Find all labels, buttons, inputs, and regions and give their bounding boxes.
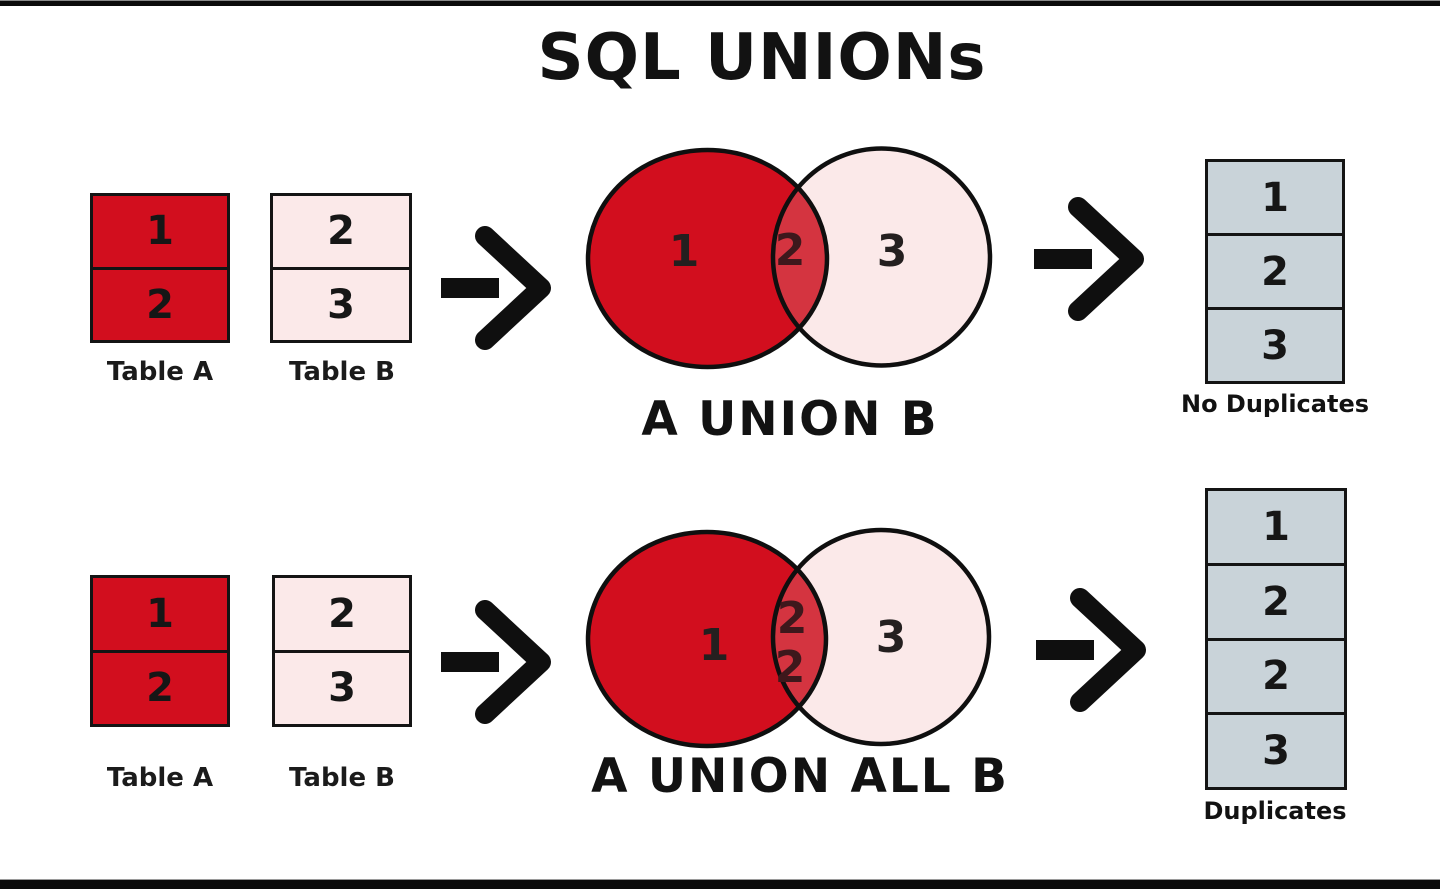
venn-right-value: 3 [875,612,907,663]
union-table-b: 2 3 [270,193,412,343]
result-cell: 1 [1262,503,1290,550]
table-cell: 2 [327,208,355,255]
union-table-b-label: Table B [289,357,395,387]
venn-overlap-value: 2 [774,642,806,693]
table-cell: 3 [273,266,409,341]
top-letterbox-bar [0,0,1440,6]
venn-left-circle [588,150,827,367]
venn-right-circle [773,530,989,744]
union-all-result-table: 1 2 2 3 [1205,488,1347,790]
arrow-right-icon [1034,197,1144,321]
table-cell: 2 [93,266,227,341]
arrow-right-icon [441,226,551,350]
result-cell: 2 [1208,562,1344,638]
result-cell: 3 [1208,307,1342,381]
result-cell: 3 [1208,712,1344,787]
result-cell: 2 [1208,233,1342,307]
union-all-result-label: Duplicates [1203,797,1347,825]
venn-left-value: 1 [668,226,700,277]
union-all-table-a: 1 2 [90,575,230,727]
arrow-right-icon [1036,588,1146,712]
venn-overlap-value: 2 [776,593,808,644]
arrow-right-icon [441,600,551,724]
union-result-table: 1 2 3 [1205,159,1345,384]
result-cell: 2 [1208,637,1344,713]
union-all-caption: A UNION ALL B [591,749,1009,804]
page-title: SQL UNIONs [537,21,987,95]
venn-left-value: 1 [698,620,730,671]
union-venn-diagram [585,146,993,370]
union-all-table-b: 2 3 [272,575,412,727]
union-table-a: 1 2 [90,193,230,343]
result-cell: 1 [1261,174,1289,221]
table-cell: 2 [328,590,356,637]
union-all-table-a-label: Table A [106,763,214,793]
union-all-table-b-label: Table B [289,763,395,793]
venn-right-circle [773,148,990,366]
table-cell: 1 [146,590,174,637]
union-caption: A UNION B [641,392,939,447]
venn-overlap-value: 2 [774,225,806,276]
table-cell: 2 [93,649,227,725]
venn-left-circle [588,532,826,746]
bottom-letterbox-bar [0,879,1440,889]
table-cell: 1 [146,208,174,255]
union-result-label: No Duplicates [1180,390,1370,418]
venn-right-value: 3 [876,226,908,277]
union-all-venn-diagram [585,527,992,749]
union-table-a-label: Table A [106,357,214,387]
table-cell: 3 [275,649,409,725]
